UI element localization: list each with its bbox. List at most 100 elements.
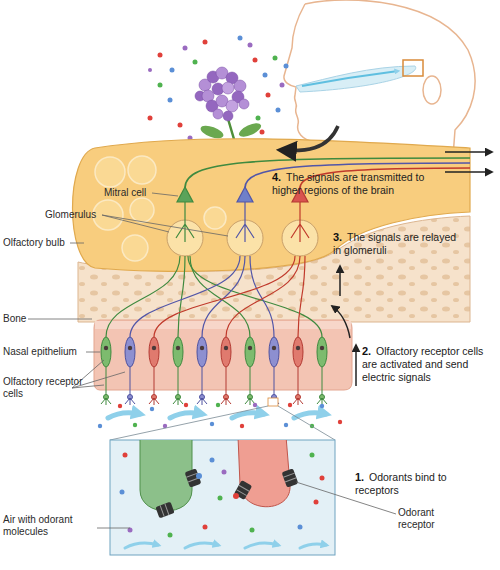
leader-lines-part xyxy=(86,352,100,353)
lilac-flower-part-part xyxy=(234,80,246,92)
olfactory-receptor-cells-part-part xyxy=(173,337,183,367)
receptor-inset-part-part-part xyxy=(234,480,252,500)
mitral-cells-part xyxy=(237,187,253,202)
odorant-spray-part xyxy=(203,40,208,45)
odorant-spray-part xyxy=(266,93,271,98)
pointer-arrow xyxy=(280,126,338,151)
step-text: Olfactory receptor cells are activated a… xyxy=(362,345,486,384)
receptor-inset-part-part-part xyxy=(125,543,158,548)
callout-number: 3. xyxy=(333,231,349,244)
olfactory-receptor-cells-part-part xyxy=(272,346,276,350)
head-profile-part xyxy=(423,76,441,104)
step-arrows xyxy=(332,266,356,386)
receptor-inset-part-part-part xyxy=(245,543,278,548)
olfactory-bulb-part-part xyxy=(95,157,125,187)
odorant-spray-part xyxy=(183,46,188,51)
receptor-inset-part xyxy=(120,440,327,548)
olfactory-receptor-cells-part-part xyxy=(101,398,327,405)
odorant-spray-part xyxy=(273,56,278,61)
receptor-inset-part-part xyxy=(298,525,303,530)
odorant-spray-part xyxy=(178,123,183,128)
head-profile-part xyxy=(403,60,423,76)
glomeruli xyxy=(167,220,318,256)
olfactory-receptor-cells-part-part xyxy=(101,337,111,367)
step-text: Odorants bind to receptors xyxy=(355,471,459,497)
olfactory-receptor-cells-part xyxy=(149,337,303,405)
receptor-inset-part-part xyxy=(310,453,315,458)
olfactory-receptor-cells-part-part xyxy=(293,337,303,367)
leader-lines xyxy=(28,193,396,528)
olfactory-receptor-cells-part-part xyxy=(130,367,274,396)
receptor-inset-part-part xyxy=(250,528,255,533)
air-flow-part xyxy=(288,403,292,407)
leader-lines-part xyxy=(152,193,178,196)
receptor-inset-part-part-part xyxy=(155,502,174,519)
odorant-spray-part xyxy=(248,43,253,48)
air-flow-part xyxy=(98,424,102,428)
output-arrows xyxy=(445,152,492,172)
air-flow-part xyxy=(253,403,257,407)
leader-lines-part xyxy=(70,243,84,244)
receptor-inset-part-part-part xyxy=(185,468,202,487)
odorant-spray xyxy=(148,36,289,141)
air-flow-part xyxy=(320,404,324,408)
lilac-flower-part xyxy=(237,120,263,139)
zoom-indicator-part xyxy=(110,406,335,440)
receptor-inset-part-part xyxy=(314,500,319,505)
receptor-inset-part-part xyxy=(168,533,173,538)
part-label: Olfactory receptor cells xyxy=(3,376,83,400)
zoom-indicator xyxy=(110,398,335,440)
receptor-axons xyxy=(106,256,322,337)
receptor-inset-part-part xyxy=(210,458,215,463)
olfactory-receptor-cells-part xyxy=(104,346,324,350)
air-flow xyxy=(98,403,342,428)
receptor-axons-part xyxy=(188,256,322,337)
olfactory-bulb-part-part xyxy=(122,235,148,261)
odorant-spray-part xyxy=(280,83,285,88)
air-flow-part xyxy=(210,422,214,426)
air-flow-part xyxy=(150,407,154,411)
receptor-inset xyxy=(110,436,335,555)
receptor-inset-part-part xyxy=(125,543,326,548)
olfactory-bulb-part xyxy=(73,139,471,272)
olfactory-bulb-part xyxy=(93,156,226,261)
lilac-flower-part-part xyxy=(223,111,233,121)
olfactory-receptor-cells-part-part xyxy=(317,337,327,367)
olfactory-receptor-cells-part-part xyxy=(221,337,231,367)
olfactory-receptor-cells-part-part xyxy=(200,346,204,350)
olfactory-receptor-cells-part-part xyxy=(149,398,303,405)
olfactory-receptor-cells-part-part xyxy=(125,337,135,367)
receptor-axons-part xyxy=(190,256,250,337)
receptor-inset-part-part xyxy=(120,490,125,495)
air-flow-part-part xyxy=(170,413,202,418)
odorant-spray-part xyxy=(158,83,163,88)
receptor-inset-part-part xyxy=(196,473,202,479)
odorant-spray-part xyxy=(284,64,289,69)
olfactory-receptor-cells-part-part xyxy=(154,367,298,396)
receptor-inset-part-part-part xyxy=(185,543,218,548)
olfactory-receptor-cells-part-part xyxy=(152,346,156,350)
receptor-axons-part xyxy=(154,256,295,337)
odorant-spray-part xyxy=(148,68,152,72)
mitral-cells-part xyxy=(176,201,194,242)
odorant-spray-part xyxy=(253,58,258,63)
lilac-flower-part-part xyxy=(213,109,223,119)
lilac-flower-part-part xyxy=(226,100,238,112)
odorant-spray-part xyxy=(158,53,163,58)
receptor-inset-part-part xyxy=(185,468,202,487)
odorant-spray-part xyxy=(238,36,243,41)
receptor-axons-part xyxy=(226,256,300,337)
olfactory-bulb xyxy=(73,139,471,272)
air-flow-part-part xyxy=(232,413,264,418)
receptor-inset-part-part xyxy=(140,440,192,511)
head-profile-part xyxy=(302,71,398,86)
olfactory-receptor-cells-part-part xyxy=(269,337,279,367)
olfactory-receptor-cells-part-part xyxy=(245,337,255,367)
olfactory-bulb-part-part xyxy=(204,207,226,229)
lilac-flower xyxy=(195,67,263,146)
olfactory-receptor-cells-part-part xyxy=(128,346,132,350)
step-arrows-part xyxy=(339,266,341,296)
